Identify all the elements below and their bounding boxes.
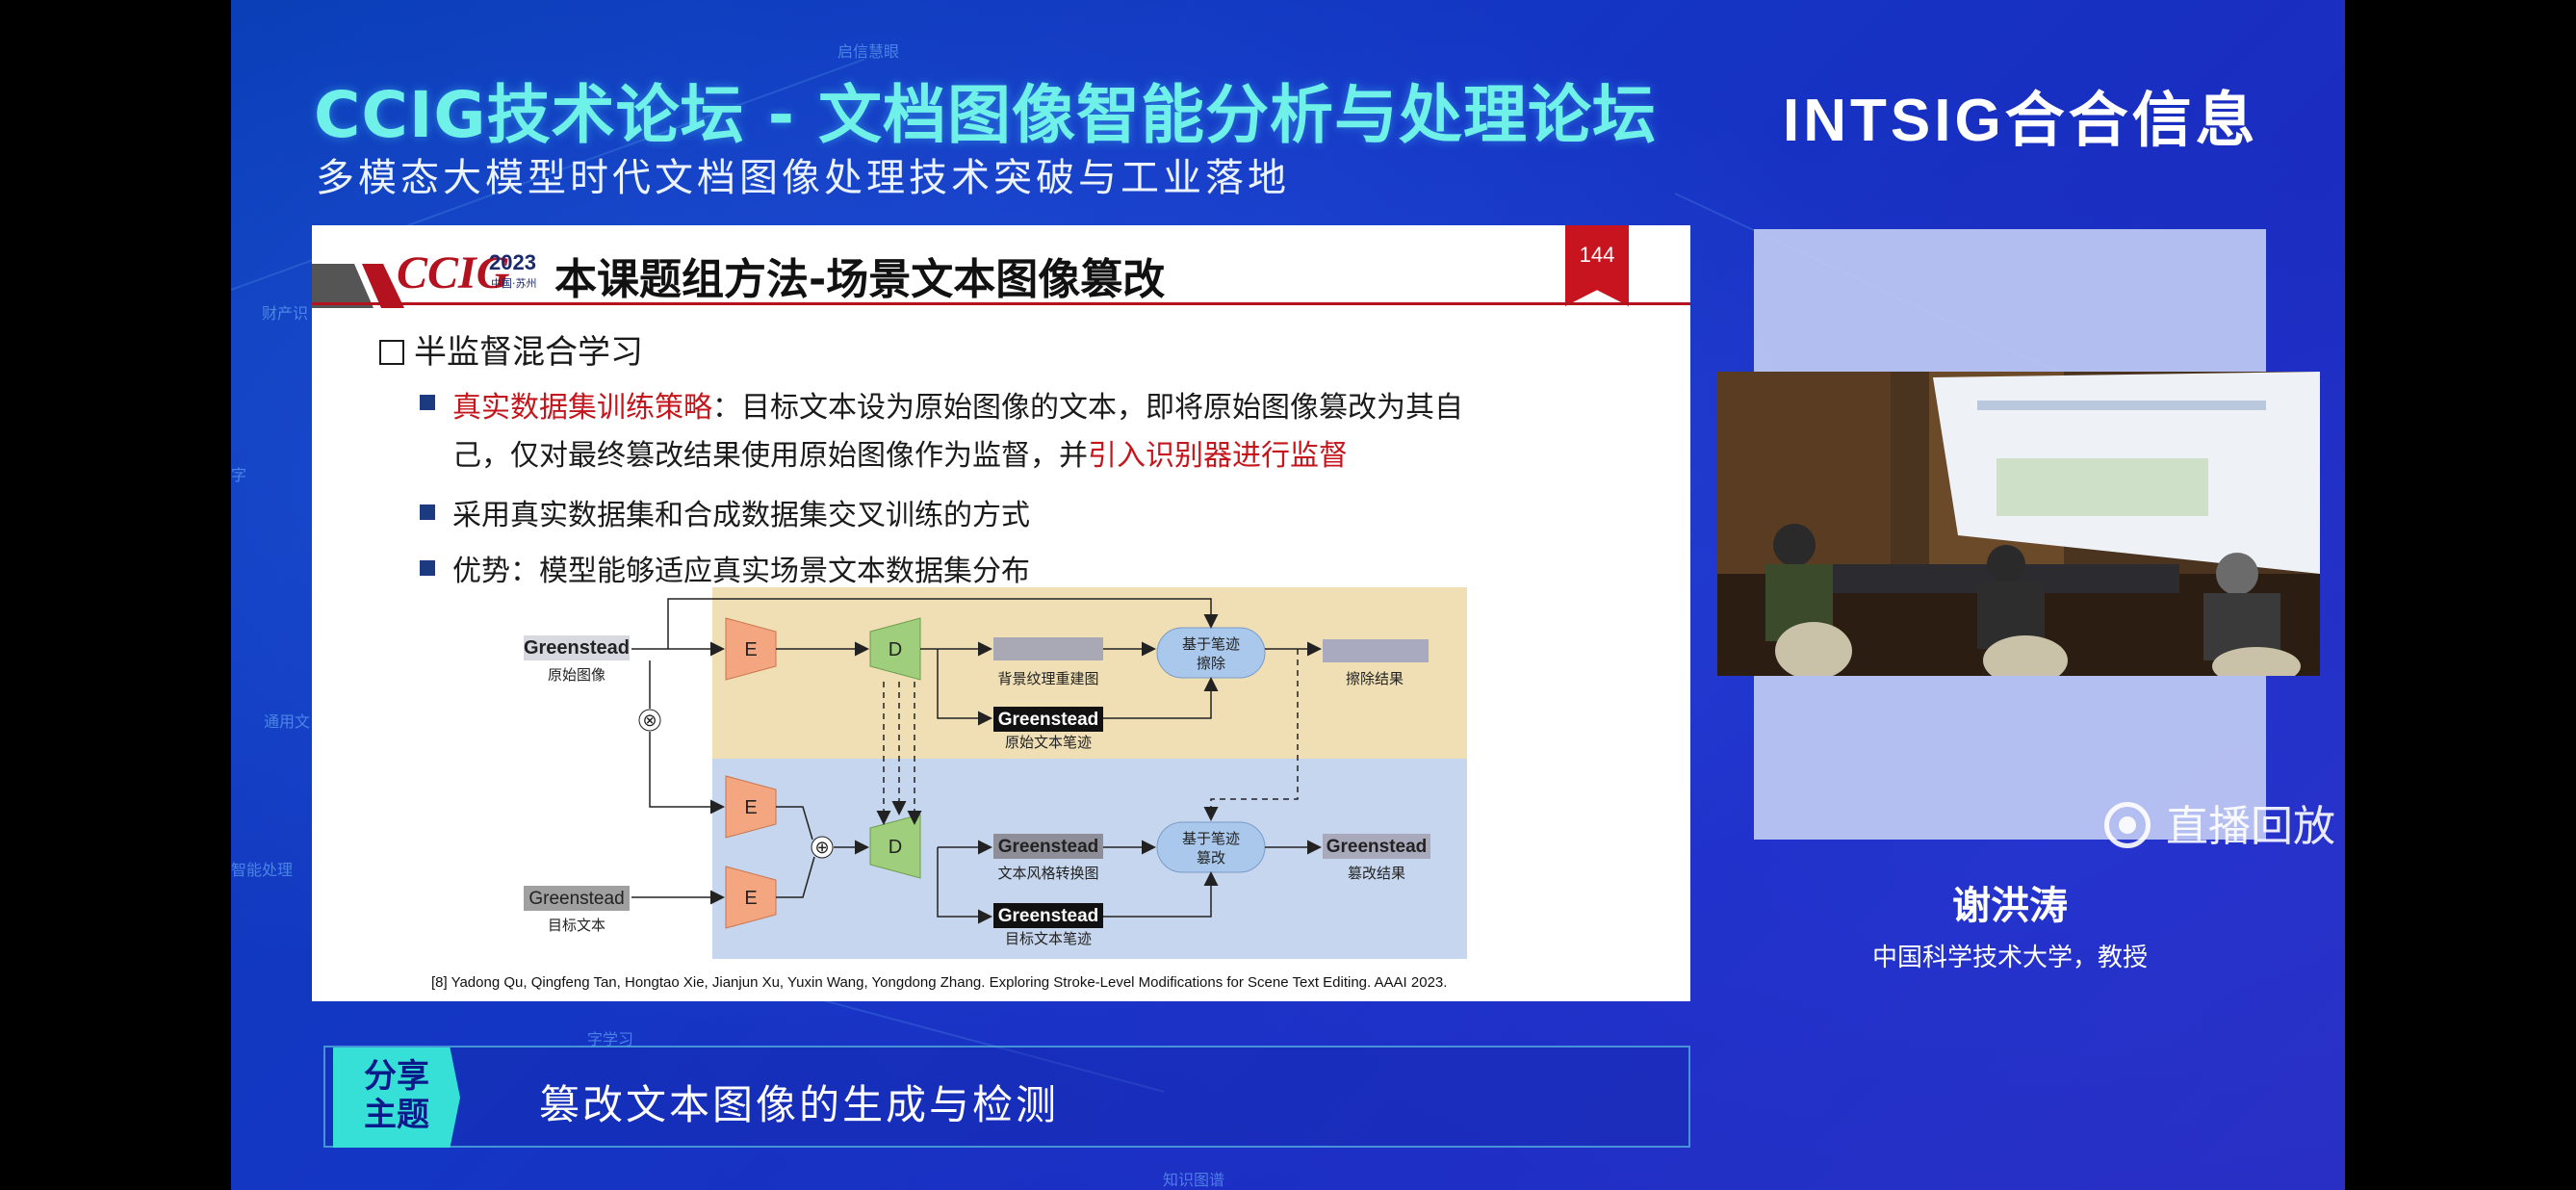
style-transfer-label: 文本风格转换图 <box>997 865 1098 882</box>
forum-title: CCIG技术论坛 - 文档图像智能分析与处理论坛 <box>314 78 1657 152</box>
bullet-1-highlight-2: 引入识别器进行监督 <box>1088 439 1348 473</box>
diagram-arrows <box>631 598 1322 924</box>
bg-word: 字 <box>231 466 247 484</box>
header-divider <box>312 302 1690 305</box>
bg-recon-thumb <box>993 637 1103 660</box>
style-transfer-word: Greenstead <box>998 837 1099 857</box>
header-stripes <box>312 264 404 308</box>
ccig-logo-city: 中国·苏州 <box>491 277 537 290</box>
topic-banner <box>323 1046 1690 1148</box>
forum-subtitle: 多模态大模型时代文档图像处理技术突破与工业落地 <box>316 156 1290 200</box>
erase-result-label: 擦除结果 <box>1346 670 1404 687</box>
bullet-square-icon <box>420 560 435 576</box>
target-stroke-label: 目标文本笔迹 <box>1005 930 1092 947</box>
decoder-top <box>869 617 921 681</box>
multiply-icon <box>638 709 661 732</box>
replay-label: 直播回放 <box>2166 802 2335 851</box>
encoder-top <box>725 617 777 681</box>
original-image-word: Greenstead <box>524 637 630 659</box>
add-symbol: ⊕ <box>814 838 829 858</box>
bg-word: 财产识 <box>262 304 309 323</box>
target-text-thumb <box>524 886 630 911</box>
original-image-label: 原始图像 <box>548 666 605 684</box>
tamper-result-thumb <box>1323 834 1430 859</box>
decoder-bottom <box>869 814 921 879</box>
bullet-1-line-2: 己，仅对最终篡改结果使用原始图像作为监督，并引入识别器进行监督 <box>452 431 1348 474</box>
bg-word: 智能处理 <box>231 861 294 879</box>
tamper-result-label: 篡改结果 <box>1348 865 1405 882</box>
target-text-word: Greenstead <box>528 889 624 909</box>
encoder-top-label: E <box>744 639 757 660</box>
ccig-logo-year: 2023 <box>489 250 536 274</box>
topic-tag-line1: 分享 <box>364 1057 429 1096</box>
topic-title: 篡改文本图像的生成与检测 <box>539 1081 1060 1128</box>
encoder-bottom-2 <box>725 866 777 929</box>
checkbox-bullet-icon <box>379 340 404 365</box>
encoder-bottom-1 <box>725 775 777 839</box>
multiply-symbol: ⊗ <box>642 711 657 731</box>
orig-stroke-thumb <box>993 707 1103 732</box>
bg-recon-label: 背景纹理重建图 <box>997 670 1098 687</box>
erase-node-line2: 擦除 <box>1197 655 1225 672</box>
slide-title: 本课题组方法-场景文本图像篡改 <box>554 255 1166 304</box>
bullet-1-text: ：目标文本设为原始图像的文本，即将原始图像篡改为其自 <box>712 391 1463 425</box>
bullet-1-text-2: 己，仅对最终篡改结果使用原始图像作为监督，并 <box>452 439 1088 473</box>
live-replay-watermark: 直播回放 <box>2104 791 2335 853</box>
add-icon <box>811 836 834 859</box>
replay-icon <box>2104 802 2151 848</box>
speaker-affiliation: 中国科学技术大学，教授 <box>1871 944 2148 972</box>
speaker-name: 谢洪涛 <box>1952 884 2068 928</box>
tamper-node-line1: 基于笔迹 <box>1182 830 1240 847</box>
target-stroke-word: Greenstead <box>998 906 1099 926</box>
bullet-square-icon <box>420 504 435 520</box>
bullet-square-icon <box>420 395 435 410</box>
bg-word: 启信慧眼 <box>837 42 900 61</box>
slide-header: CCIG 2023 中国·苏州 本课题组方法-场景文本图像篡改 144 <box>312 225 1690 308</box>
bg-word: 字学习 <box>587 1030 634 1048</box>
diagram-dashed-arrows <box>876 649 1299 825</box>
ccig-logo: CCIG <box>397 247 510 298</box>
tamper-result-word: Greenstead <box>1327 837 1428 857</box>
target-stroke-thumb <box>993 903 1103 928</box>
original-image-thumb <box>524 635 630 660</box>
presentation-slide: CCIG 2023 中国·苏州 本课题组方法-场景文本图像篡改 144 半监督混… <box>312 225 1690 1001</box>
orig-stroke-word: Greenstead <box>998 710 1099 730</box>
erase-result-thumb <box>1323 639 1429 662</box>
topic-tag: 分享 主题 <box>333 1048 460 1148</box>
brand-logo: INTSIG合合信息 <box>1783 88 2259 154</box>
decoder-bottom-label: D <box>889 837 902 858</box>
section-heading: 半监督混合学习 <box>379 325 643 373</box>
target-text-label: 目标文本 <box>548 917 605 934</box>
erase-node-line1: 基于笔迹 <box>1182 635 1240 653</box>
video-scene <box>1717 372 2320 676</box>
style-transfer-thumb <box>993 834 1103 859</box>
bullet-2: 采用真实数据集和合成数据集交叉训练的方式 <box>452 499 1030 532</box>
topic-tag-line2: 主题 <box>364 1096 429 1134</box>
paper-citation: [8] Yadong Qu, Qingfeng Tan, Hongtao Xie… <box>431 974 1448 991</box>
encoder-bottom-2-label: E <box>744 888 757 909</box>
bullet-3: 优势：模型能够适应真实场景文本数据集分布 <box>452 555 1030 588</box>
conference-background: 启信慧眼 财产识 字 通用文 智能处理 知识图谱 字学习 CCIG技术论坛 - … <box>231 0 2345 1190</box>
orig-stroke-label: 原始文本笔迹 <box>1005 734 1092 751</box>
section-heading-text: 半监督混合学习 <box>414 333 643 372</box>
bullet-1-highlight: 真实数据集训练策略 <box>452 391 712 425</box>
encoder-bottom-1-label: E <box>744 797 757 818</box>
method-diagram: Greenstead 原始图像 E D 背景纹理重建图 Greenstead 原… <box>524 587 1467 959</box>
decoder-top-label: D <box>889 639 902 660</box>
bullet-1-line-1: 真实数据集训练策略：目标文本设为原始图像的文本，即将原始图像篡改为其自 <box>452 383 1463 426</box>
page-number-badge: 144 <box>1565 225 1629 306</box>
bg-word: 通用文 <box>264 712 311 731</box>
speaker-video-feed <box>1717 372 2320 676</box>
tamper-node-line2: 篡改 <box>1197 849 1225 867</box>
bg-word: 知识图谱 <box>1163 1171 1225 1189</box>
